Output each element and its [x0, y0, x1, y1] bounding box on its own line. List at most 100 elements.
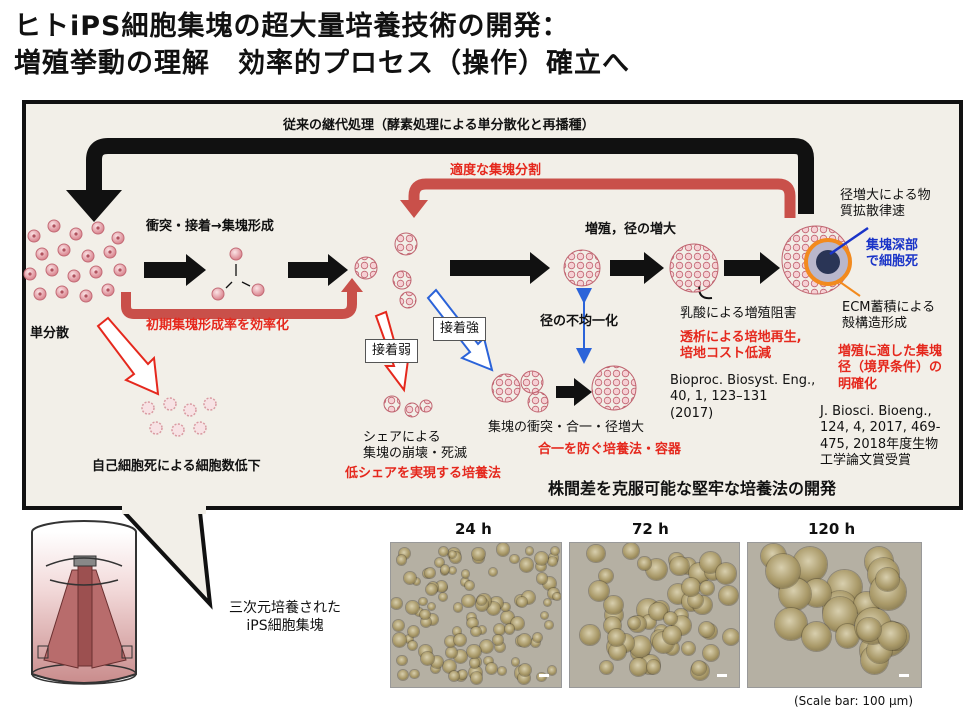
- cell-aggregate: [638, 557, 651, 570]
- cell-aggregate: [431, 656, 444, 669]
- cell-aggregate: [649, 602, 667, 621]
- cell-aggregate: [448, 551, 456, 559]
- cell-aggregate: [420, 652, 434, 666]
- cell-aggregate: [471, 626, 481, 637]
- culture-caption: 三次元培養された iPS細胞集塊: [229, 600, 341, 634]
- micrograph-72h: [569, 542, 740, 688]
- cell-aggregate: [510, 554, 520, 564]
- scale-bar-caption: (Scale bar: 100 μm): [794, 694, 914, 708]
- cell-aggregate: [438, 592, 447, 601]
- cell-aggregate: [407, 626, 419, 638]
- appropriate-division-label: 適度な集塊分割: [450, 163, 542, 178]
- cell-aggregate: [471, 672, 483, 684]
- scale-bar-24h: [539, 674, 549, 677]
- cell-aggregate: [551, 547, 559, 556]
- division-loop-arrowhead: [400, 200, 428, 218]
- flow-arrow-2: [288, 254, 348, 286]
- cell-aggregate: [588, 580, 609, 601]
- cell-aggregate: [485, 663, 498, 675]
- cell-aggregate: [545, 621, 554, 629]
- cell-aggregate: [420, 617, 431, 628]
- cell-aggregate: [397, 670, 408, 681]
- cell-aggregate: [434, 557, 444, 567]
- cell-aggregate: [700, 581, 714, 595]
- cell-aggregate: [440, 565, 450, 575]
- cell-aggregate: [469, 658, 479, 668]
- single-cells: [23, 219, 127, 303]
- large-aggregate: [781, 225, 852, 295]
- diameter-diffusion-label: 径増大による物 質拡散律速: [840, 188, 931, 220]
- cell-aggregate: [453, 603, 463, 613]
- collision-adhesion-label: 衝突・接着→集塊形成: [146, 219, 274, 234]
- cell-aggregate: [518, 664, 531, 677]
- cell-aggregate: [531, 637, 541, 648]
- cell-aggregate: [609, 643, 627, 661]
- title-line-2: 増殖挙動の理解 効率的プロセス（操作）確立へ: [14, 48, 630, 79]
- cell-aggregate: [775, 608, 807, 640]
- cell-aggregate: [646, 660, 661, 675]
- cell-aggregate: [526, 547, 534, 555]
- cell-aggregate: [682, 641, 695, 655]
- cell-aggregate: [517, 672, 530, 685]
- cell-aggregate: [553, 592, 561, 600]
- collision-merge-label: 集塊の衝突・合一・径増大: [488, 420, 645, 435]
- cell-aggregate: [462, 594, 475, 608]
- cell-aggregate: [699, 552, 721, 574]
- cell-aggregate: [663, 626, 681, 644]
- cell-aggregate: [877, 622, 906, 651]
- lactate-inhibition-label: 乳酸による増殖阻害: [680, 306, 797, 321]
- cell-aggregate: [407, 640, 417, 650]
- scale-bar-72h: [717, 674, 727, 677]
- cell-aggregate: [445, 646, 457, 658]
- dialysis-label: 透析による培地再生, 培地コスト低減: [680, 330, 802, 362]
- cell-aggregate: [467, 644, 481, 659]
- cell-aggregate: [510, 616, 525, 631]
- cell-aggregate: [445, 636, 457, 648]
- cell-aggregate: [599, 661, 613, 674]
- autophagy-label: 自己細胞死による細胞数低下: [92, 459, 261, 474]
- cell-aggregate: [681, 578, 700, 596]
- cell-aggregate: [835, 624, 860, 648]
- cell-aggregate: [439, 546, 449, 557]
- scale-bar-120h: [899, 674, 909, 677]
- conventional-loop-arrow: [86, 138, 814, 214]
- cell-aggregate: [580, 625, 600, 645]
- cell-aggregate: [604, 595, 623, 615]
- flow-arrow-5: [724, 252, 780, 284]
- cell-aggregate: [415, 608, 424, 616]
- time-120h-label: 120 h: [808, 520, 856, 538]
- cell-aggregate: [536, 561, 546, 572]
- diffusion-pointer: [829, 226, 869, 256]
- callout-tail: [122, 510, 213, 610]
- robust-method-label: 株間差を克服可能な堅牢な培養法の開発: [548, 479, 837, 498]
- flow-arrow-4: [610, 252, 664, 284]
- cell-aggregate: [493, 623, 506, 636]
- cell-aggregate: [608, 629, 625, 647]
- cell-aggregate: [518, 634, 532, 648]
- flow-arrow-3: [450, 252, 550, 284]
- cell-aggregate: [477, 595, 487, 605]
- cell-aggregate: [628, 616, 641, 629]
- efficiency-arrow: [121, 292, 357, 319]
- cell-aggregate: [413, 577, 421, 585]
- single-dispersion-label: 単分散: [30, 326, 70, 341]
- cell-aggregate: [396, 655, 407, 666]
- cell-aggregate: [541, 612, 549, 620]
- flow-arrow-merge: [556, 378, 592, 406]
- deep-cell-death-label: 集塊深部 で細胞死: [866, 238, 919, 270]
- cell-aggregate: [487, 601, 501, 615]
- hollow-arrow-autophagy: [96, 316, 160, 396]
- size-nonuniform-label: 径の不均一化: [540, 314, 619, 329]
- strong-adhesion-box: 接着強: [433, 317, 487, 342]
- ecm-pointer: [839, 281, 861, 297]
- cell-aggregate: [629, 635, 651, 657]
- boundary-condition-label: 増殖に適した集塊 径（境界条件）の 明確化: [838, 344, 943, 392]
- cell-aggregate: [472, 547, 486, 561]
- cell-aggregate: [484, 656, 493, 665]
- cell-aggregate: [398, 548, 410, 560]
- reference-2: J. Biosci. Bioeng., 124, 4, 2017, 469- 4…: [820, 404, 941, 468]
- division-loop-arrow: [408, 178, 796, 218]
- cell-aggregate: [598, 568, 614, 584]
- micrograph-120h: [747, 542, 922, 688]
